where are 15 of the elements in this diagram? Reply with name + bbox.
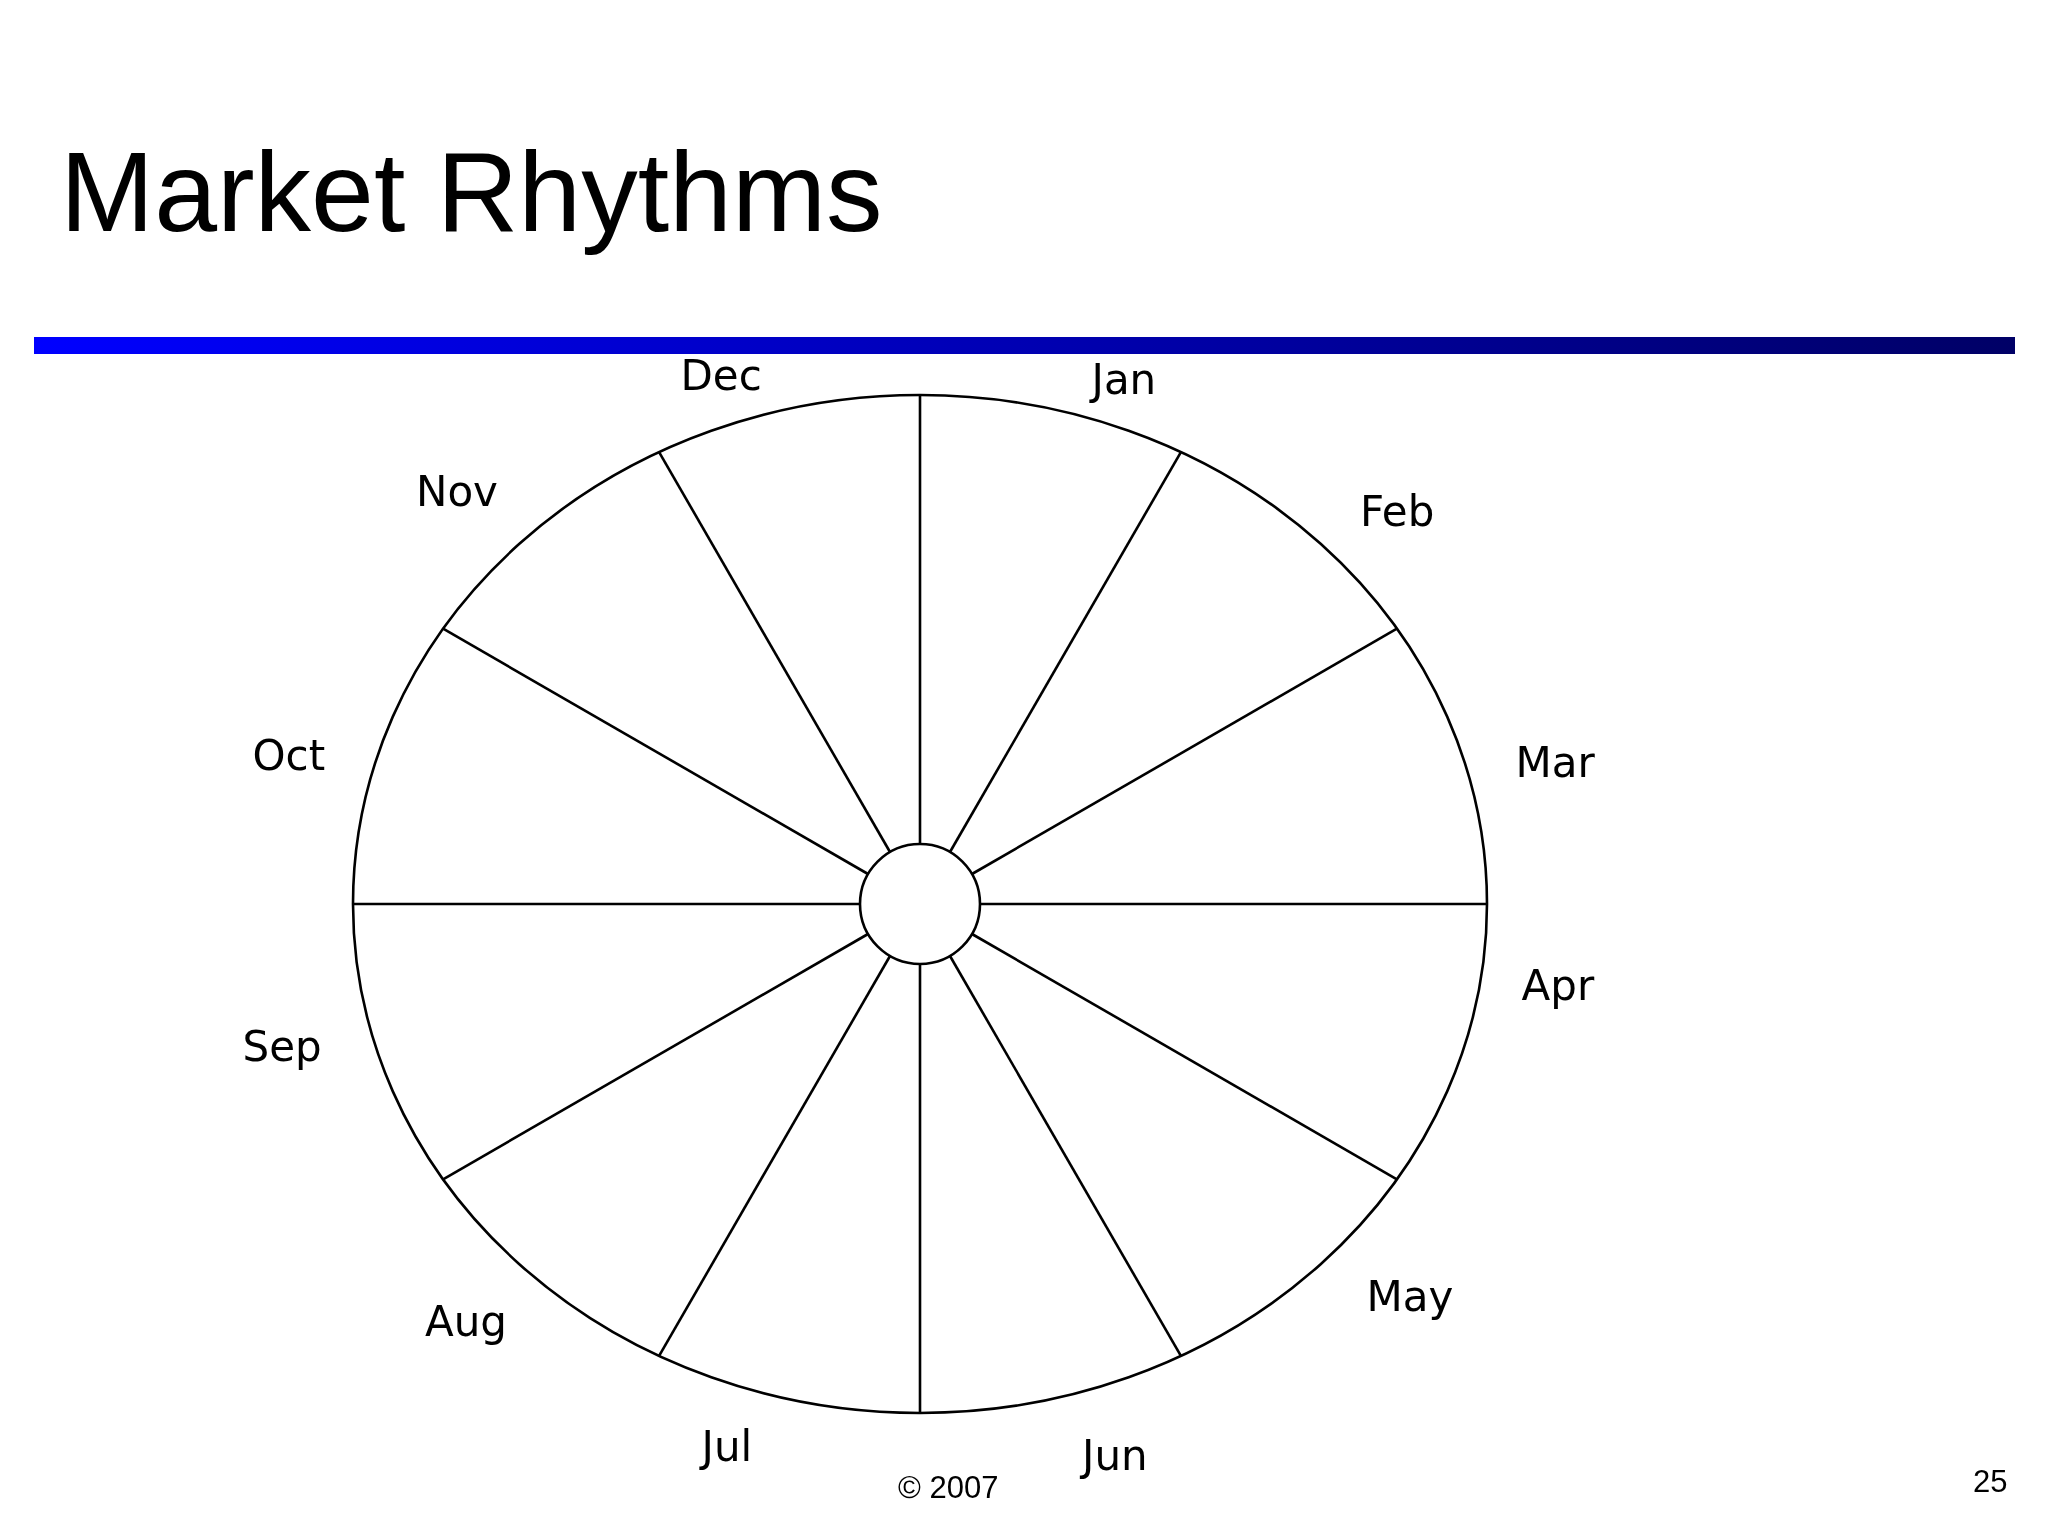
slide-title: Market Rhythms xyxy=(60,128,883,257)
month-label: Mar xyxy=(1515,736,1595,789)
month-label: Feb xyxy=(1360,485,1435,538)
month-label: May xyxy=(1366,1270,1454,1323)
month-label: Nov xyxy=(416,465,498,518)
month-label: Aug xyxy=(425,1295,507,1348)
month-label: Jan xyxy=(1091,353,1157,406)
month-label: Sep xyxy=(242,1020,322,1073)
month-label: Dec xyxy=(680,349,762,402)
month-label: Jul xyxy=(701,1420,753,1473)
copyright-notice: © 2007 xyxy=(898,1468,999,1507)
month-label: Apr xyxy=(1521,959,1595,1012)
hub-circle xyxy=(858,842,982,966)
page-number: 25 xyxy=(1973,1462,2008,1501)
month-label: Oct xyxy=(252,729,326,782)
